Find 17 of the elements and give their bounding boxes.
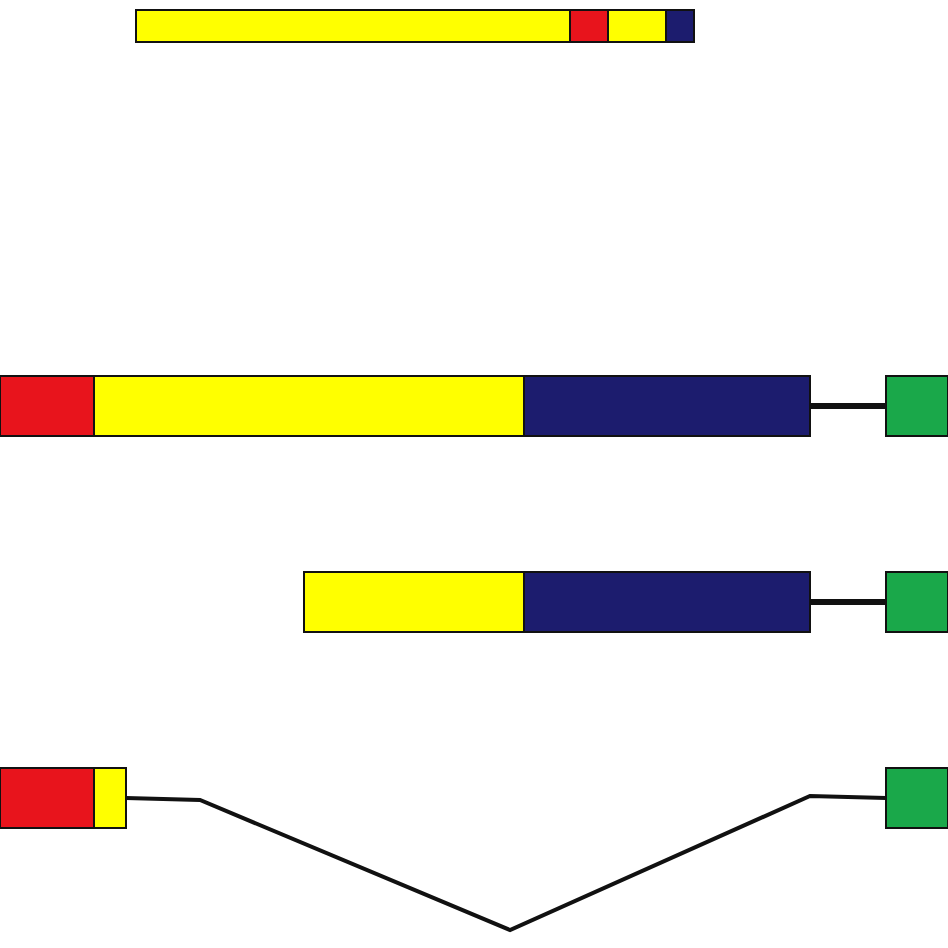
domain-bar [0, 767, 95, 829]
domain-bar [135, 9, 571, 43]
domain-bar [93, 767, 127, 829]
domain-bar [523, 571, 811, 633]
domain-bar [523, 375, 811, 437]
linker-line [810, 599, 886, 605]
domain-bar [885, 375, 948, 437]
linker-line [810, 403, 886, 409]
domain-bar [665, 9, 695, 43]
domain-bar [885, 767, 948, 829]
linker-line [125, 794, 887, 933]
domain-bar [885, 571, 948, 633]
domain-bar [0, 375, 95, 437]
domain-bar [303, 571, 525, 633]
domain-bar [93, 375, 525, 437]
domain-bar [569, 9, 609, 43]
domain-bar [607, 9, 667, 43]
